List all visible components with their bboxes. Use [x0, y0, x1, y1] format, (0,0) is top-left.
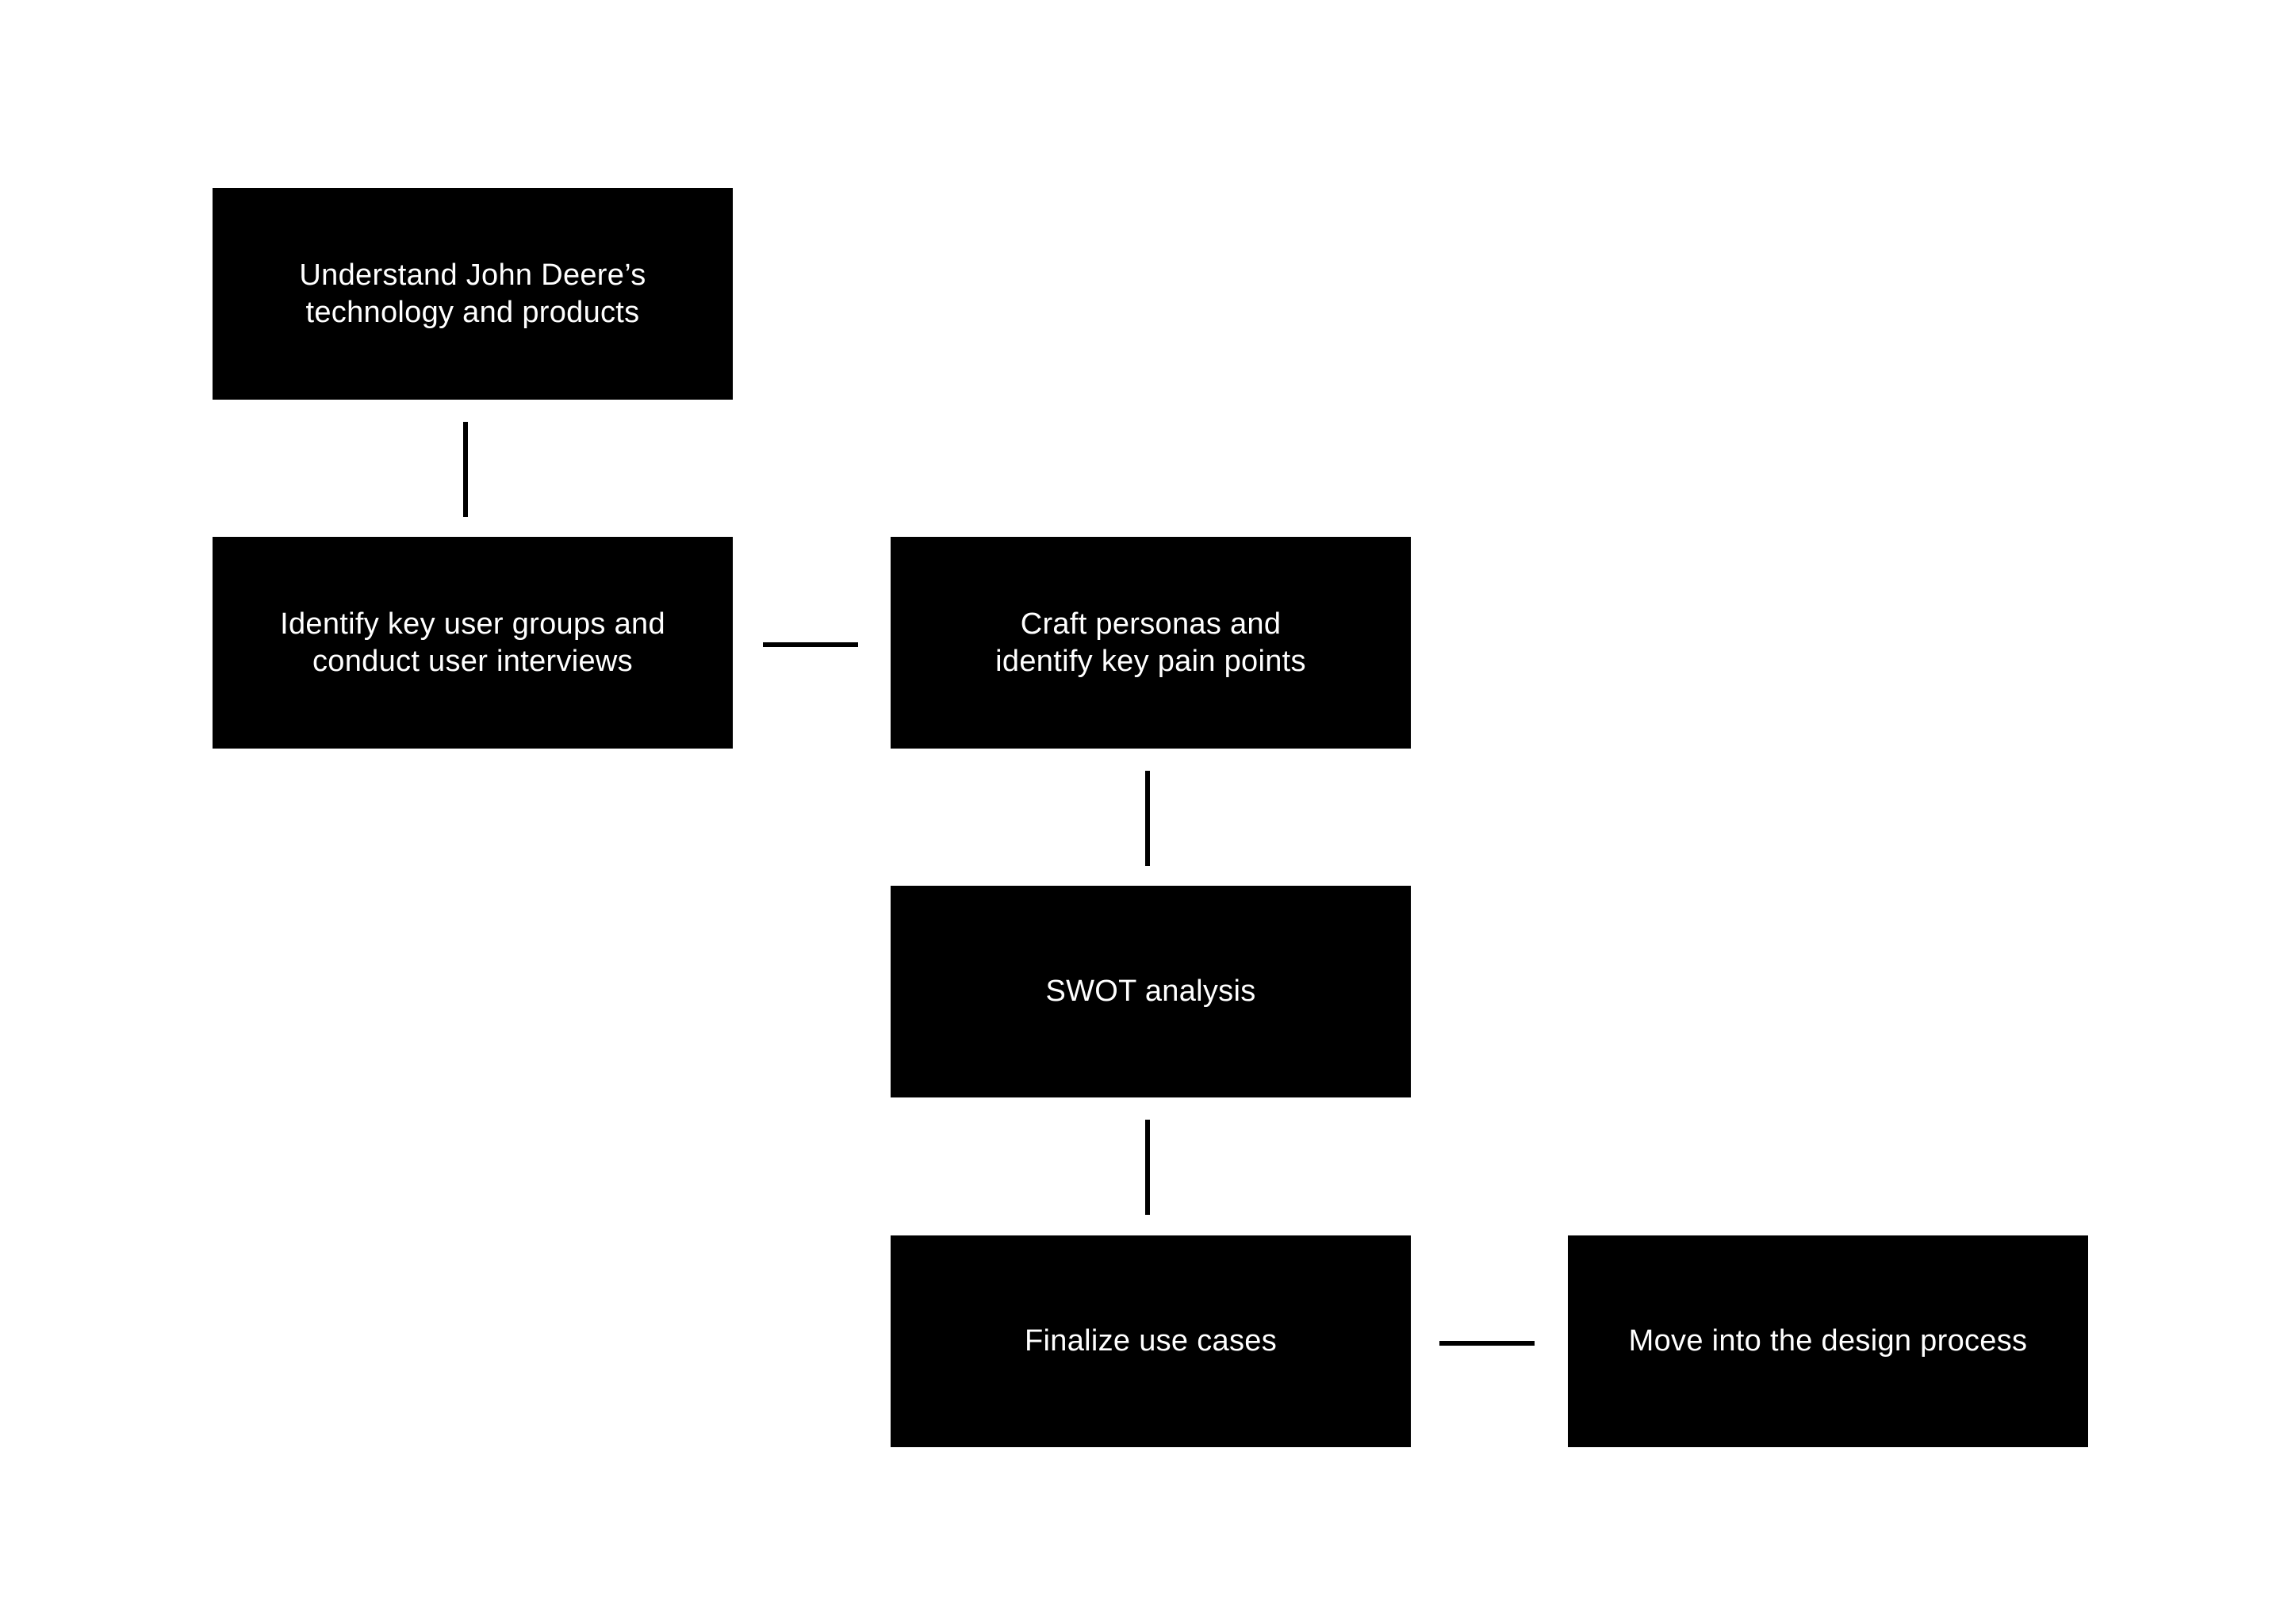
step-identify-user-groups: Identify key user groups and conduct use…: [213, 537, 733, 749]
step-label: Move into the design process: [1628, 1324, 2028, 1358]
connector-line: [1439, 1341, 1535, 1346]
connector-line: [1145, 771, 1150, 866]
step-label: Understand John Deere’s technology and p…: [299, 258, 646, 329]
step-swot-analysis: SWOT analysis: [891, 886, 1411, 1097]
step-label: SWOT analysis: [1045, 975, 1256, 1008]
step-craft-personas: Craft personas and identify key pain poi…: [891, 537, 1411, 749]
step-label: Craft personas and identify key pain poi…: [995, 607, 1306, 678]
connector-line: [763, 642, 858, 647]
connector-line: [463, 422, 468, 517]
step-understand-technology: Understand John Deere’s technology and p…: [213, 188, 733, 400]
step-label: Identify key user groups and conduct use…: [280, 607, 665, 678]
step-move-into-design: Move into the design process: [1568, 1235, 2088, 1447]
step-label: Finalize use cases: [1025, 1324, 1277, 1358]
connector-line: [1145, 1120, 1150, 1215]
step-finalize-use-cases: Finalize use cases: [891, 1235, 1411, 1447]
